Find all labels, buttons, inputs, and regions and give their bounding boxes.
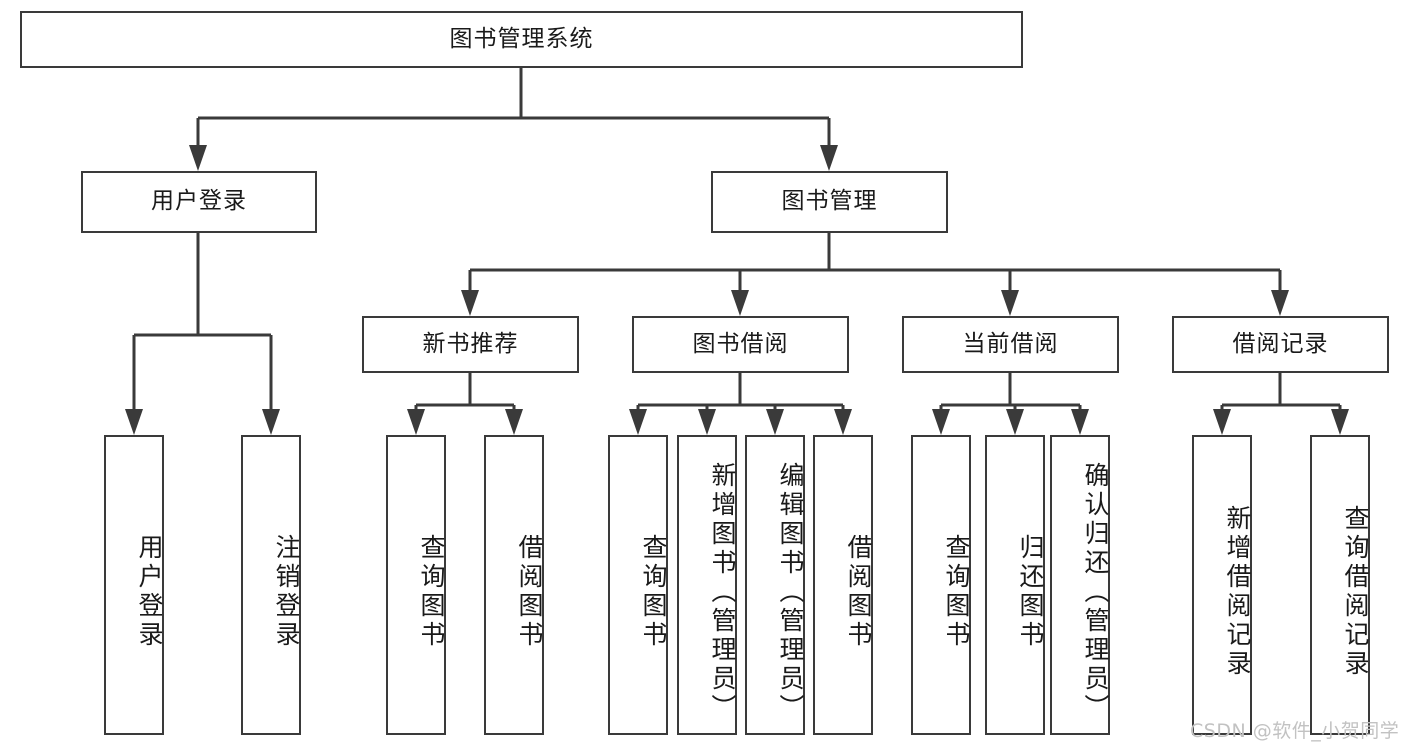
arrowhead-icon (698, 409, 716, 435)
arrowhead-icon (125, 409, 143, 435)
node-label: 新增借阅记录 (1223, 505, 1252, 679)
watermark-text: CSDN @软件_小贺同学 (1190, 720, 1400, 742)
node-label: 查询图书 (417, 534, 446, 650)
node-label: 当前借阅 (962, 330, 1059, 357)
arrowhead-icon (505, 409, 523, 435)
arrowhead-icon (262, 409, 280, 435)
node-label: 新增图书（管理员） (708, 461, 737, 723)
node-leaf-borrow-book-1[interactable]: 借阅图书 (484, 435, 544, 735)
arrowhead-icon (1001, 290, 1019, 316)
node-leaf-query-book-3[interactable]: 查询图书 (911, 435, 971, 735)
node-label: 图书管理系统 (449, 25, 594, 52)
arrowhead-icon (629, 409, 647, 435)
node-label: 用户登录 (135, 534, 164, 650)
node-leaf-query-record[interactable]: 查询借阅记录 (1310, 435, 1370, 735)
node-label: 查询图书 (639, 534, 668, 650)
node-leaf-user-logout[interactable]: 注销登录 (241, 435, 301, 735)
node-current[interactable]: 当前借阅 (902, 316, 1119, 373)
node-label: 图书借阅 (692, 330, 789, 357)
node-label: 图书管理 (781, 188, 878, 215)
arrowhead-icon (1271, 290, 1289, 316)
arrowhead-icon (820, 145, 838, 171)
node-leaf-return-book[interactable]: 归还图书 (985, 435, 1045, 735)
node-leaf-add-record[interactable]: 新增借阅记录 (1192, 435, 1252, 735)
node-leaf-confirm-return[interactable]: 确认归还（管理员） (1050, 435, 1110, 735)
node-bookmgmt[interactable]: 图书管理 (711, 171, 948, 233)
node-newbook[interactable]: 新书推荐 (362, 316, 579, 373)
node-records[interactable]: 借阅记录 (1172, 316, 1389, 373)
arrowhead-icon (731, 290, 749, 316)
node-login[interactable]: 用户登录 (81, 171, 317, 233)
node-leaf-query-book-1[interactable]: 查询图书 (386, 435, 446, 735)
node-label: 用户登录 (151, 188, 247, 215)
arrowhead-icon (1071, 409, 1089, 435)
node-label: 借阅记录 (1232, 330, 1329, 357)
node-leaf-edit-book[interactable]: 编辑图书（管理员） (745, 435, 805, 735)
node-borrow[interactable]: 图书借阅 (632, 316, 849, 373)
arrowhead-icon (834, 409, 852, 435)
node-label: 借阅图书 (844, 534, 873, 650)
arrowhead-icon (932, 409, 950, 435)
arrowhead-icon (1006, 409, 1024, 435)
node-label: 确认归还（管理员） (1081, 461, 1110, 723)
node-label: 查询图书 (942, 534, 971, 650)
node-leaf-borrow-book-2[interactable]: 借阅图书 (813, 435, 873, 735)
arrowhead-icon (766, 409, 784, 435)
arrowhead-icon (1331, 409, 1349, 435)
node-leaf-query-book-2[interactable]: 查询图书 (608, 435, 668, 735)
node-label: 归还图书 (1016, 534, 1045, 650)
node-label: 新书推荐 (422, 330, 519, 357)
node-leaf-add-book[interactable]: 新增图书（管理员） (677, 435, 737, 735)
arrowhead-icon (407, 409, 425, 435)
node-label: 查询借阅记录 (1341, 505, 1370, 679)
arrowhead-icon (461, 290, 479, 316)
node-leaf-user-login[interactable]: 用户登录 (104, 435, 164, 735)
node-label: 注销登录 (272, 534, 301, 650)
node-label: 编辑图书（管理员） (776, 461, 805, 723)
arrowhead-icon (1213, 409, 1231, 435)
node-root[interactable]: 图书管理系统 (20, 11, 1023, 68)
arrowhead-icon (189, 145, 207, 171)
node-label: 借阅图书 (515, 534, 544, 650)
